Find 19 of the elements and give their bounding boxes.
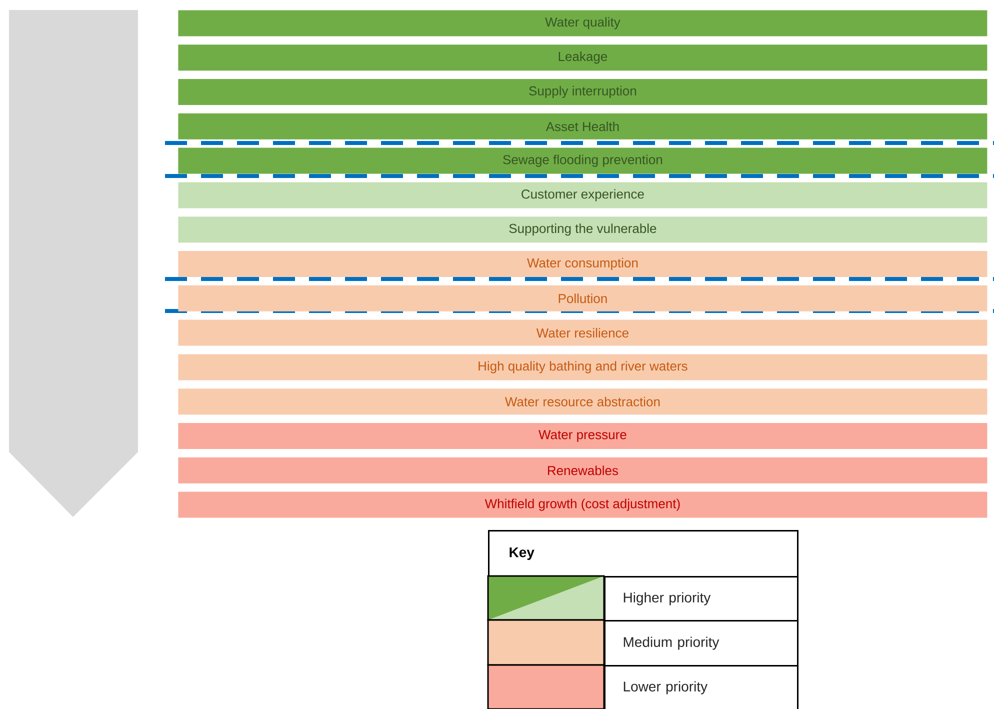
priority-band: Sewage flooding prevention [178, 148, 988, 174]
priority-band: Water resilience [178, 320, 988, 346]
legend-cell: Higher priority [604, 576, 798, 622]
key-header: Key [488, 530, 798, 578]
legend-cell: Lower priority [604, 665, 798, 709]
priority-band: Water resource abstraction [178, 388, 988, 415]
priority-band: Whitfield growth (cost adjustment) [178, 492, 988, 518]
priority-band: Water consumption [178, 251, 988, 277]
priority-band: Customer experience [178, 182, 988, 208]
priority-band: High quality bathing and river waters [178, 354, 988, 380]
priority-band: Leakage [178, 44, 988, 71]
priority-band: Renewables [178, 457, 988, 484]
priority-band: Supporting the vulnerable [178, 216, 988, 243]
priority-band: Supply interruption [178, 79, 988, 105]
priority-band: Pollution [178, 285, 988, 312]
priority-band: Water pressure [178, 423, 988, 449]
priority-band: Water quality [178, 10, 988, 36]
legend-cell: Medium priority [604, 620, 798, 666]
priority-band: Asset Health [178, 113, 988, 140]
